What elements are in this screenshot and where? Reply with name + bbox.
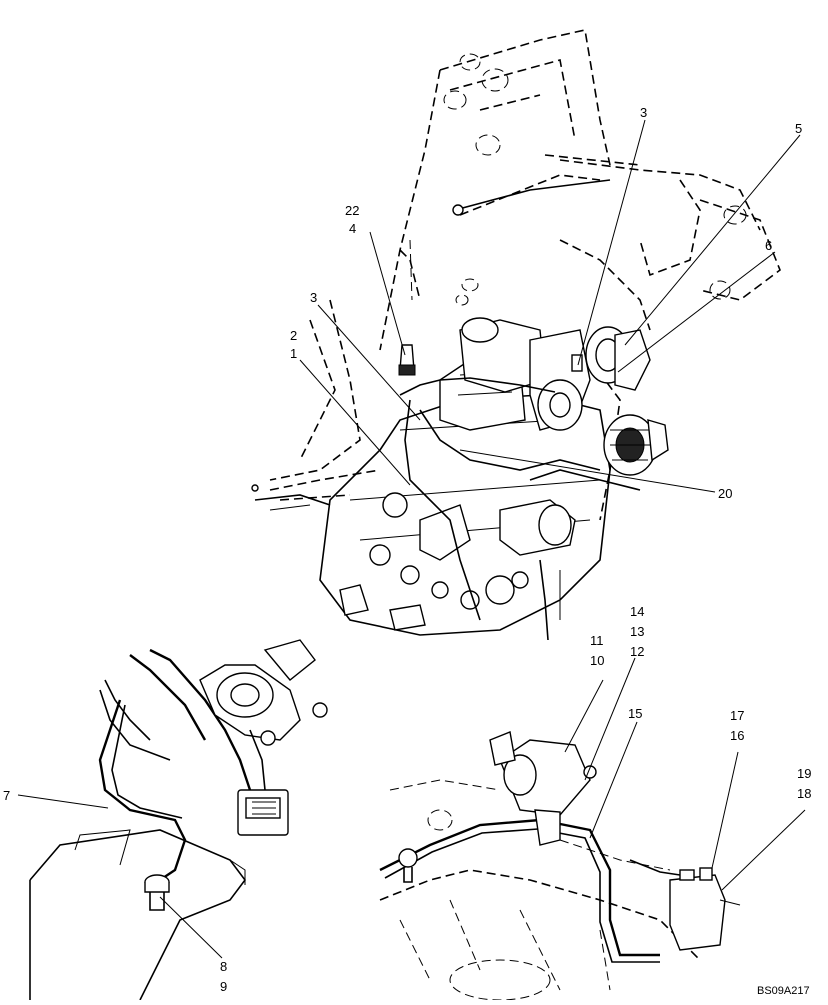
callout-3-right: 3: [640, 105, 647, 120]
drawing-id: BS09A217: [757, 985, 810, 997]
callout-4: 4: [349, 221, 356, 236]
callout-15: 15: [628, 706, 642, 721]
callout-18: 18: [797, 786, 811, 801]
callout-10: 10: [590, 653, 604, 668]
callout-3-left: 3: [310, 290, 317, 305]
leader-lines: [17, 119, 806, 959]
engine-assembly: [251, 317, 669, 641]
callout-6: 6: [765, 238, 772, 253]
callout-7: 7: [3, 788, 10, 803]
callout-22: 22: [345, 203, 359, 218]
inset-left: [29, 639, 328, 1001]
callout-12: 12: [630, 644, 644, 659]
callout-5: 5: [795, 121, 802, 136]
callout-19: 19: [797, 766, 811, 781]
callout-14: 14: [630, 604, 644, 619]
callout-9: 9: [220, 979, 227, 994]
callout-8: 8: [220, 959, 227, 974]
callout-labels: 22 4 3 2 1 3 5 6 20 14 13 12 11 10 15 17…: [3, 105, 811, 997]
callout-11: 11: [590, 633, 604, 648]
callout-20: 20: [718, 486, 732, 501]
callout-17: 17: [730, 708, 744, 723]
frame-outline: [269, 29, 781, 521]
callout-2: 2: [290, 328, 297, 343]
callout-16: 16: [730, 728, 744, 743]
callout-13: 13: [630, 624, 644, 639]
callout-1: 1: [290, 346, 297, 361]
inset-right: [379, 731, 741, 1001]
